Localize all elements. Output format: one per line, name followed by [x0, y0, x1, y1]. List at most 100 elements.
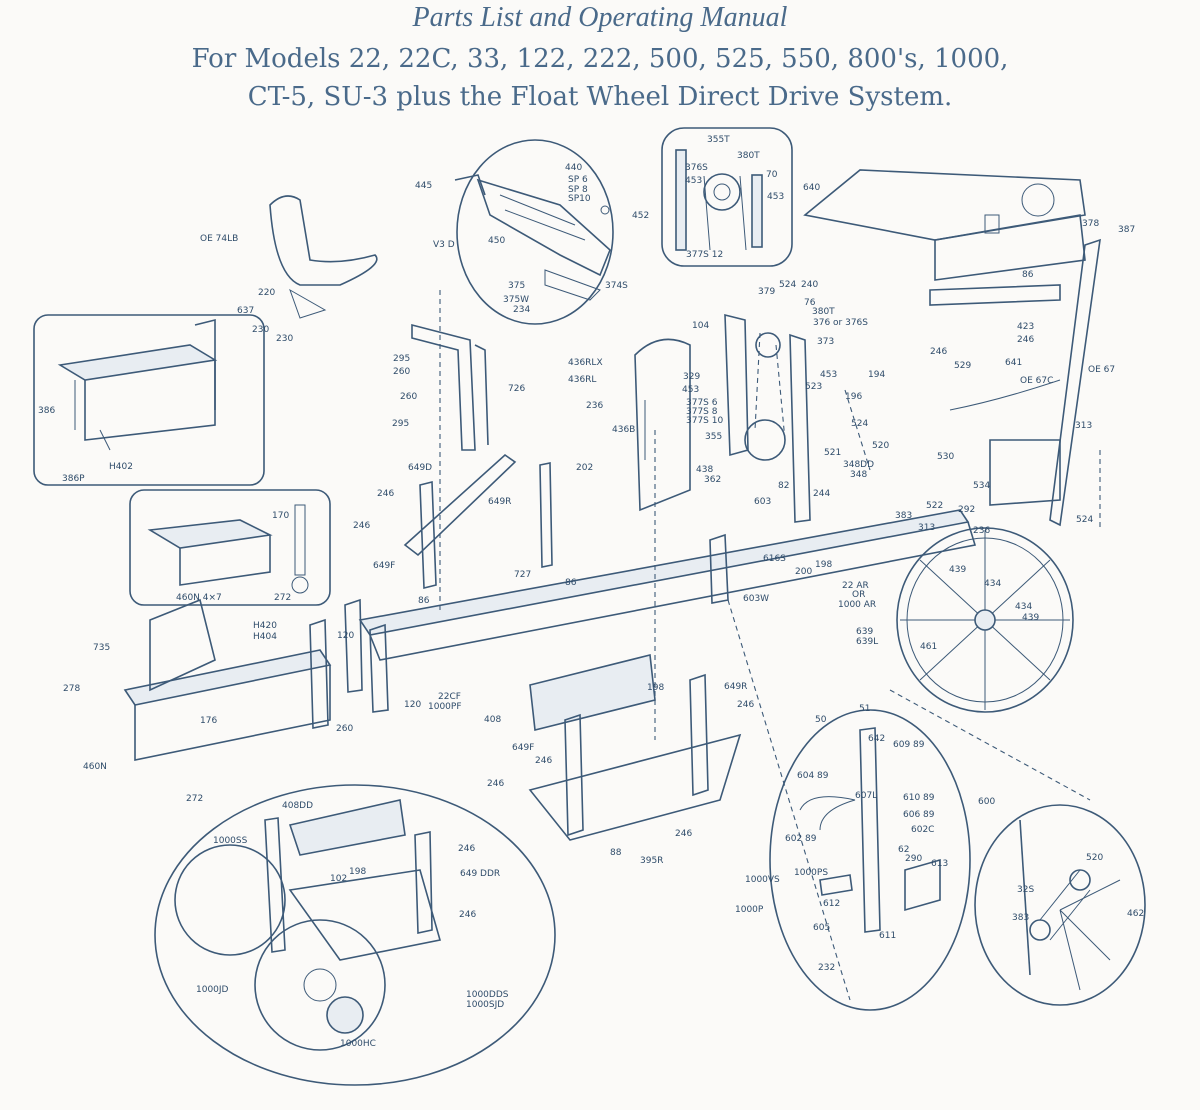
part-label: 377S 10 [686, 416, 723, 426]
part-label: 313 [1075, 421, 1092, 431]
part-label: 640 [803, 183, 820, 193]
part-label: 278 [63, 684, 80, 694]
tool-bar [358, 290, 977, 740]
part-label: 194 [868, 370, 885, 380]
part-label: V3 D [433, 240, 455, 250]
furrow-opener [528, 654, 742, 841]
part-label: 246 [459, 910, 476, 920]
part-label: 440 [565, 163, 582, 173]
part-label: 436B [612, 425, 635, 435]
part-label: 379 [758, 287, 775, 297]
part-label: 236 [586, 401, 603, 411]
part-label: 642 [868, 734, 885, 744]
part-label: 86 [565, 578, 577, 588]
part-label: 86 [1022, 270, 1034, 280]
part-label: 649R [724, 682, 747, 692]
part-label: 120 [337, 631, 354, 641]
part-label: 50 [815, 715, 827, 725]
part-label: 524 [1076, 515, 1093, 525]
part-label: 246 [458, 844, 475, 854]
hopper-side-436 [634, 338, 691, 512]
part-label: 313 [918, 523, 935, 533]
part-label: 329 [683, 372, 700, 382]
part-label: 602C [911, 825, 934, 835]
part-label: H404 [253, 632, 277, 642]
part-label: 529 [954, 361, 971, 371]
part-label: 524 [779, 280, 796, 290]
part-label: H402 [109, 462, 133, 472]
part-label: 22CF [438, 692, 461, 702]
part-label: 220 [258, 288, 275, 298]
part-label: 1000P [735, 905, 764, 915]
part-label: 639L [856, 637, 878, 647]
part-label: H420 [253, 621, 277, 631]
part-label: 1000PS [794, 868, 828, 878]
part-label: 377S 12 [686, 250, 723, 260]
disc-opener-inset [154, 784, 556, 1086]
part-label: 606 89 [903, 810, 935, 820]
guide-line [727, 599, 851, 1001]
part-label: 462 [1127, 909, 1144, 919]
hopper-box [803, 169, 1086, 281]
part-label: 375 [508, 281, 525, 291]
part-label: 102 [330, 874, 347, 884]
part-label: 246 [353, 521, 370, 531]
part-label: 1000DDS [466, 990, 509, 1000]
part-label: 104 [692, 321, 709, 331]
part-label: 436RL [568, 375, 596, 385]
page-title: Parts List and Operating Manual [412, 2, 788, 33]
part-label: 170 [272, 511, 289, 521]
part-label: 453 [685, 176, 702, 186]
part-label: 520 [1086, 853, 1103, 863]
part-label: 383 [1012, 913, 1029, 923]
part-label: 230 [252, 325, 269, 335]
part-label: 76 [804, 298, 816, 308]
part-label: 1000 AR [838, 600, 876, 610]
part-label: 380T [737, 151, 760, 161]
part-label: 439 [949, 565, 966, 575]
part-label: 232 [818, 963, 835, 973]
part-label: 230 [276, 334, 293, 344]
part-label: 202 [576, 463, 593, 473]
part-label: 86 [418, 596, 430, 606]
part-label: 348DD [843, 460, 874, 470]
part-label: 603W [743, 594, 769, 604]
part-label: 522 [926, 501, 943, 511]
part-label: 377S 8 [686, 407, 718, 417]
part-label: 408DD [282, 801, 313, 811]
part-label: 51 [859, 704, 870, 714]
part-label: 70 [766, 170, 778, 180]
part-label: 376S [685, 163, 708, 173]
part-label: 120 [404, 700, 421, 710]
drive-chain [724, 313, 811, 523]
part-label: 1000HC [340, 1039, 376, 1049]
part-label: 246 [1017, 335, 1034, 345]
part-label: 377S 6 [686, 398, 718, 408]
part-label: 295 [392, 419, 409, 429]
part-label: 453 [682, 385, 699, 395]
part-label: 649F [373, 561, 395, 571]
part-label: 387 [1118, 225, 1135, 235]
part-label: 639 [856, 627, 873, 637]
part-label: 1000VS [745, 875, 780, 885]
part-label: 88 [610, 848, 622, 858]
part-label: 726 [508, 384, 525, 394]
part-label: 616S [763, 554, 786, 564]
part-label: 434 [1015, 602, 1032, 612]
part-label: 423 [1017, 322, 1034, 332]
part-label: 524 [851, 419, 868, 429]
part-label: 196 [845, 392, 862, 402]
part-label: 378 [1082, 219, 1099, 229]
part-label: 727 [514, 570, 531, 580]
part-label: 355 [705, 432, 722, 442]
part-label: SP 6 [568, 175, 588, 185]
part-label: 198 [647, 683, 664, 693]
part-label: 521 [824, 448, 841, 458]
part-label: 198 [349, 867, 366, 877]
part-label: SP 8 [568, 185, 588, 195]
part-label: 607L [855, 791, 877, 801]
part-label: 246 [535, 756, 552, 766]
part-label: 453 [767, 192, 784, 202]
part-label: 649 DDR [460, 869, 500, 879]
